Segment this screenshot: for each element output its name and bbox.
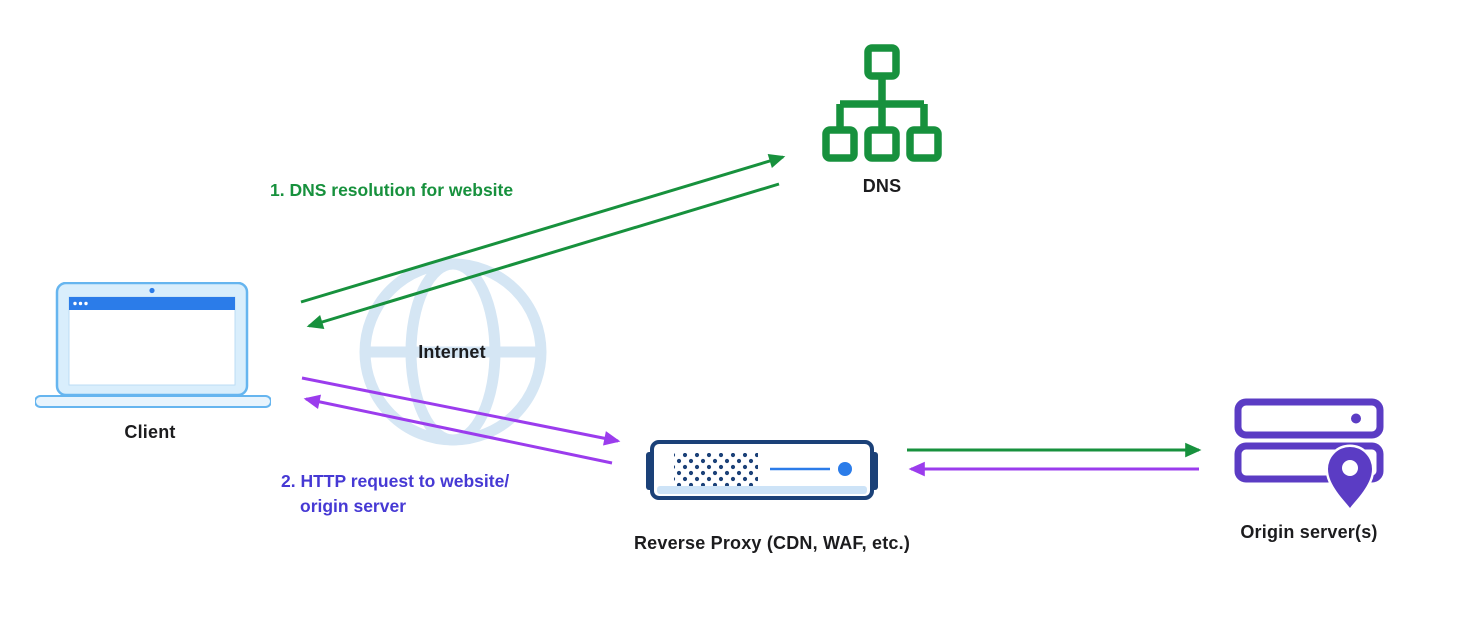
step2-annotation-line1: 2. HTTP request to website/ xyxy=(281,471,510,491)
step1-annotation: 1. DNS resolution for website xyxy=(270,180,514,200)
dns-icon xyxy=(822,44,942,162)
client-label: Client xyxy=(124,422,176,442)
reverse-proxy-label: Reverse Proxy (CDN, WAF, etc.) xyxy=(633,533,911,553)
step2-annotation-line2: origin server xyxy=(300,496,407,516)
proxy-status-dot xyxy=(838,462,852,476)
client-laptop-icon xyxy=(35,282,271,408)
laptop-titlebar xyxy=(69,297,235,310)
arrow-proxy-to-client xyxy=(303,394,613,465)
location-pin-icon xyxy=(1325,444,1375,513)
origin-servers-icon xyxy=(1234,398,1384,513)
reverse-proxy-icon xyxy=(646,440,878,500)
dns-label: DNS xyxy=(862,176,902,196)
internet-globe-icon xyxy=(359,258,547,446)
arrow-client-to-proxy xyxy=(301,376,621,446)
proxy-dot-pattern xyxy=(674,453,758,486)
laptop-camera-dot xyxy=(149,287,155,294)
arrow-client-to-dns xyxy=(300,153,786,304)
arrow-dns-to-client xyxy=(306,182,780,330)
internet-label: Internet xyxy=(418,342,486,362)
origin-servers-label: Origin server(s) xyxy=(1240,522,1378,542)
